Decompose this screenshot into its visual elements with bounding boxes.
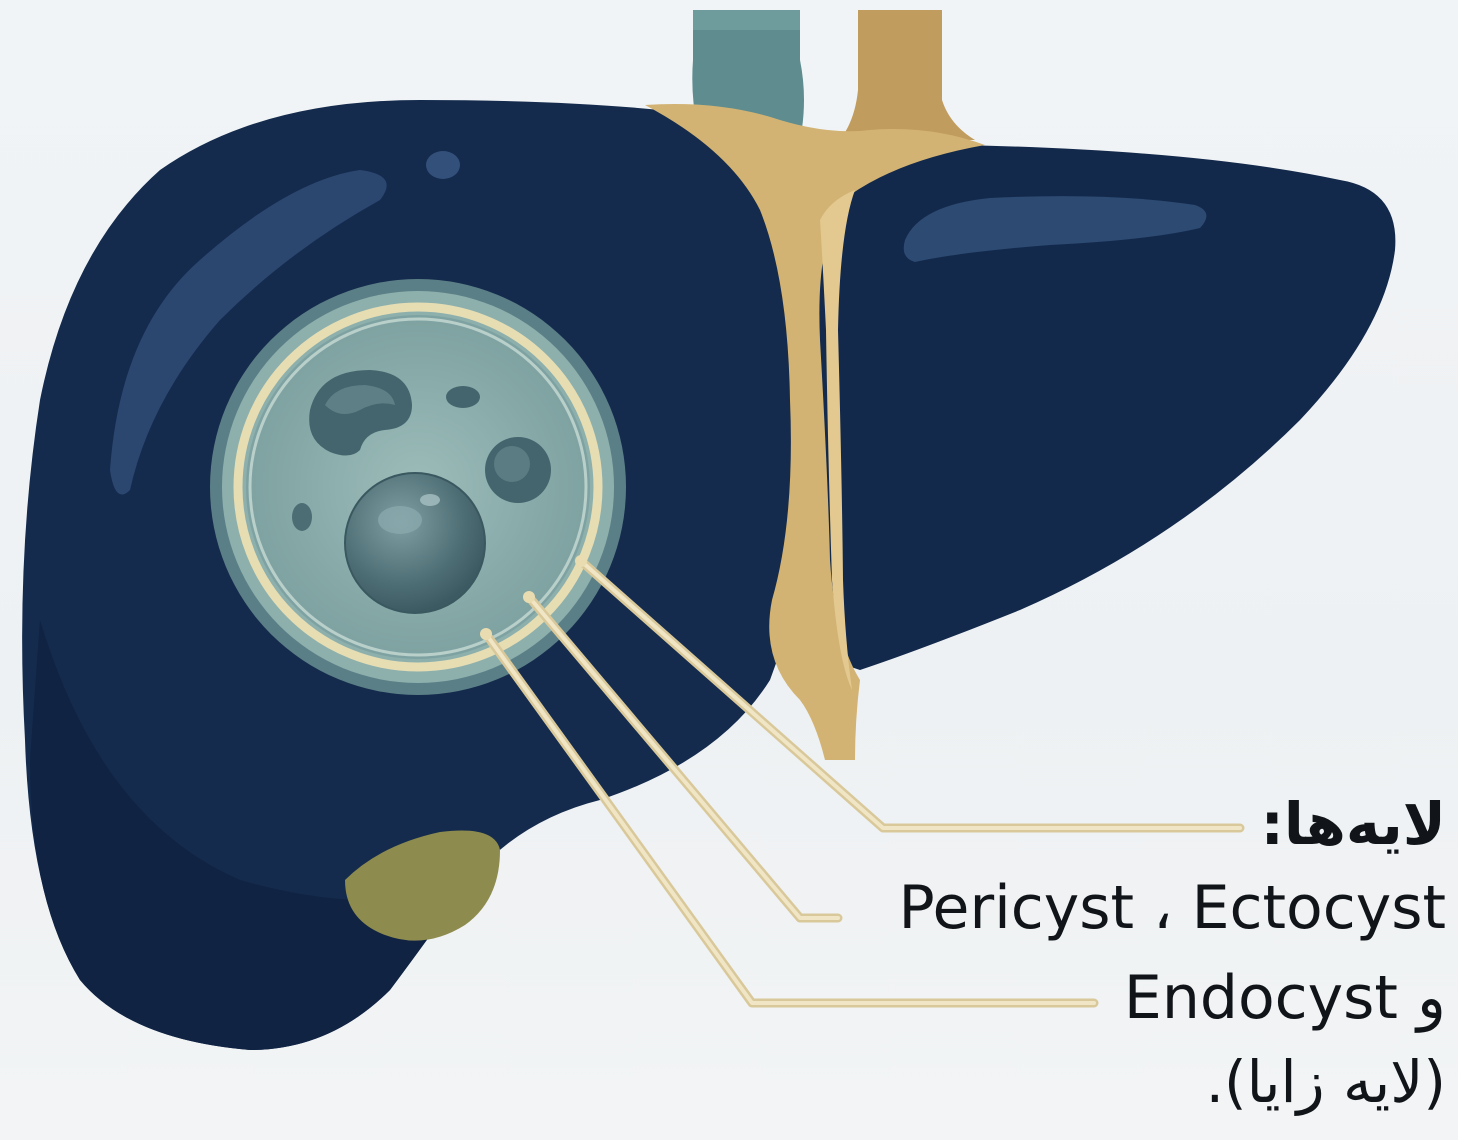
daughter-cyst-small <box>446 386 480 408</box>
callout-heading: لایه‌ها: <box>1261 790 1446 858</box>
callout-line-pericyst-ectocyst: Pericyst ، Ectocyst <box>899 873 1447 943</box>
left-lobe-glint <box>426 151 460 179</box>
callout-line-endocyst: Endocyst و <box>1124 963 1446 1033</box>
daughter-cyst-tiny <box>292 503 312 531</box>
callout-line-germinal-layer: (لایه زایا). <box>1206 1048 1446 1116</box>
gold-vessel <box>840 10 975 140</box>
